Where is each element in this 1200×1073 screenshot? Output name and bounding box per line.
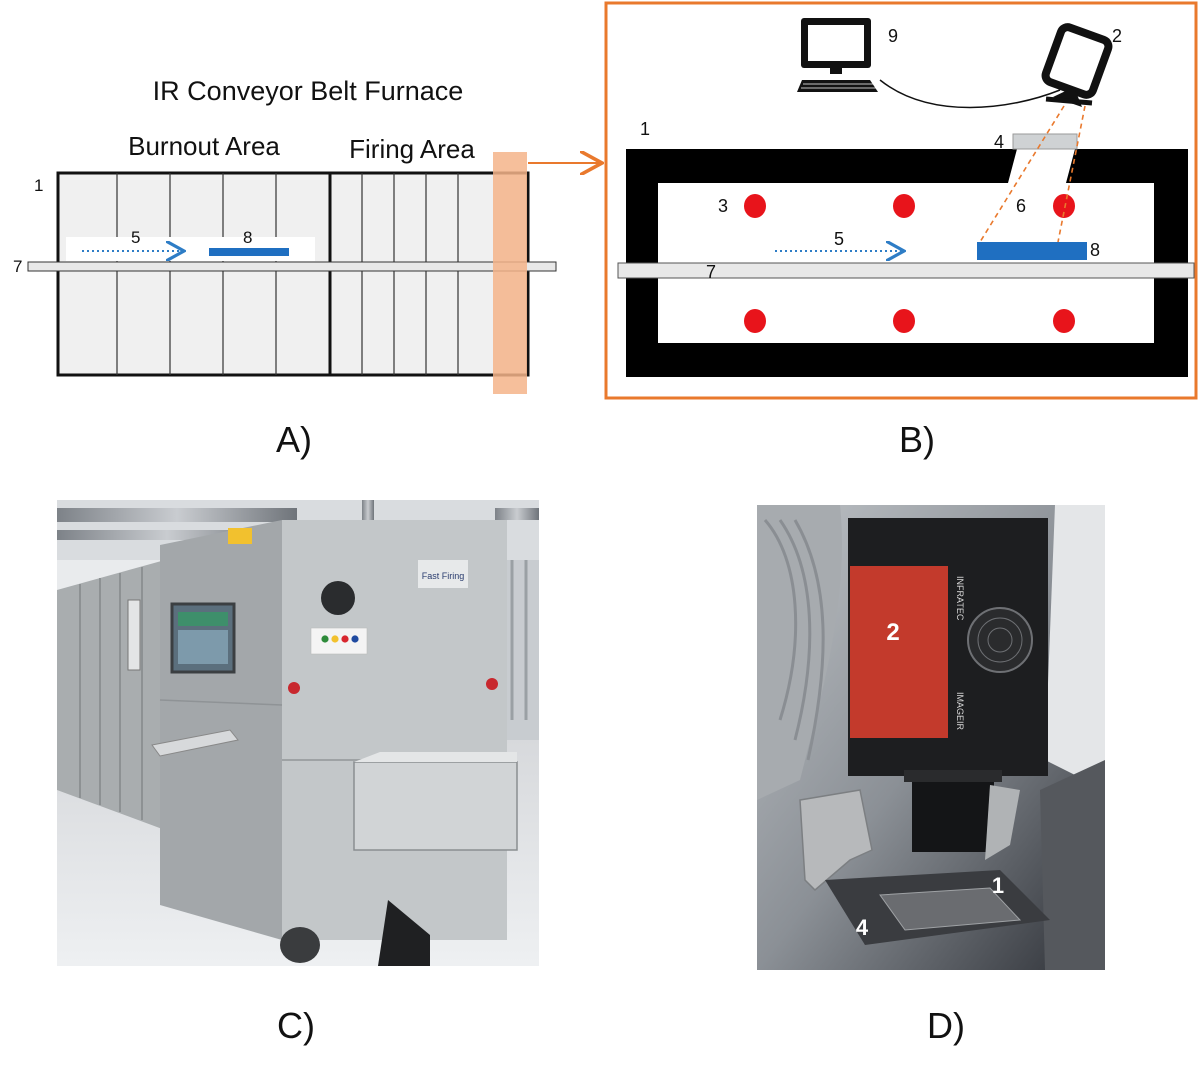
panel-b: 9 2 1 4 3 6 5 8 7 B) [604, 1, 1198, 460]
burnout-area-label: Burnout Area [128, 131, 280, 161]
camera-lens [912, 776, 994, 852]
marker-1-d: 1 [992, 873, 1004, 898]
callout-1-b: 1 [640, 119, 650, 139]
furnace-body [56, 171, 530, 377]
observation-zone-highlight [493, 152, 527, 394]
caption-a: A) [276, 419, 312, 460]
computer-icon [797, 18, 878, 92]
lamp [893, 194, 915, 218]
lamp [744, 309, 766, 333]
lamp [744, 194, 766, 218]
panel-d-photo: INFRATEC IMAGEIR 2 1 4 [757, 505, 1105, 970]
belt-exit-box [353, 761, 518, 851]
firing-area-label: Firing Area [349, 134, 475, 164]
callout-9-b: 9 [888, 26, 898, 46]
lamp [1053, 309, 1075, 333]
furnace-title: IR Conveyor Belt Furnace [153, 76, 464, 106]
camera-cable [879, 79, 1061, 109]
callout-4-b: 4 [994, 132, 1004, 152]
caption-d: D) [927, 1005, 965, 1046]
callout-7-b: 7 [706, 262, 716, 282]
callout-5-a: 5 [131, 228, 140, 247]
machine-brand: Fast Firing [422, 571, 465, 581]
ir-lamps [744, 194, 1075, 333]
ir-camera-front-panel [850, 566, 948, 738]
belt-b [617, 262, 1195, 279]
lamp [893, 309, 915, 333]
callout-3-b: 3 [718, 196, 728, 216]
marker-4-d: 4 [856, 915, 869, 940]
sample-b [977, 242, 1087, 260]
callout-1-a: 1 [34, 176, 43, 195]
furnace-cabinet [160, 520, 282, 940]
panel-a: IR Conveyor Belt Furnace Burnout Area Fi… [13, 76, 600, 460]
lamp [1053, 194, 1075, 218]
caption-c: C) [277, 1005, 315, 1046]
camera-model: IMAGEIR [955, 692, 965, 731]
callout-8-b: 8 [1090, 240, 1100, 260]
callout-8-a: 8 [243, 228, 252, 247]
callout-5-b: 5 [834, 229, 844, 249]
ir-camera-icon [1041, 23, 1113, 107]
callout-7-a: 7 [13, 257, 22, 276]
sample-a [209, 248, 289, 256]
callout-2-b: 2 [1112, 26, 1122, 46]
callout-6-b: 6 [1016, 196, 1026, 216]
panel-c-photo: Fast Firing [57, 500, 539, 966]
camera-fan [967, 607, 1033, 673]
marker-2-d: 2 [886, 619, 899, 646]
camera-brand: INFRATEC [955, 576, 965, 621]
caption-b: B) [899, 419, 935, 460]
exhaust-vent [321, 581, 355, 615]
ir-window [1012, 133, 1078, 150]
belt-a [27, 261, 557, 272]
